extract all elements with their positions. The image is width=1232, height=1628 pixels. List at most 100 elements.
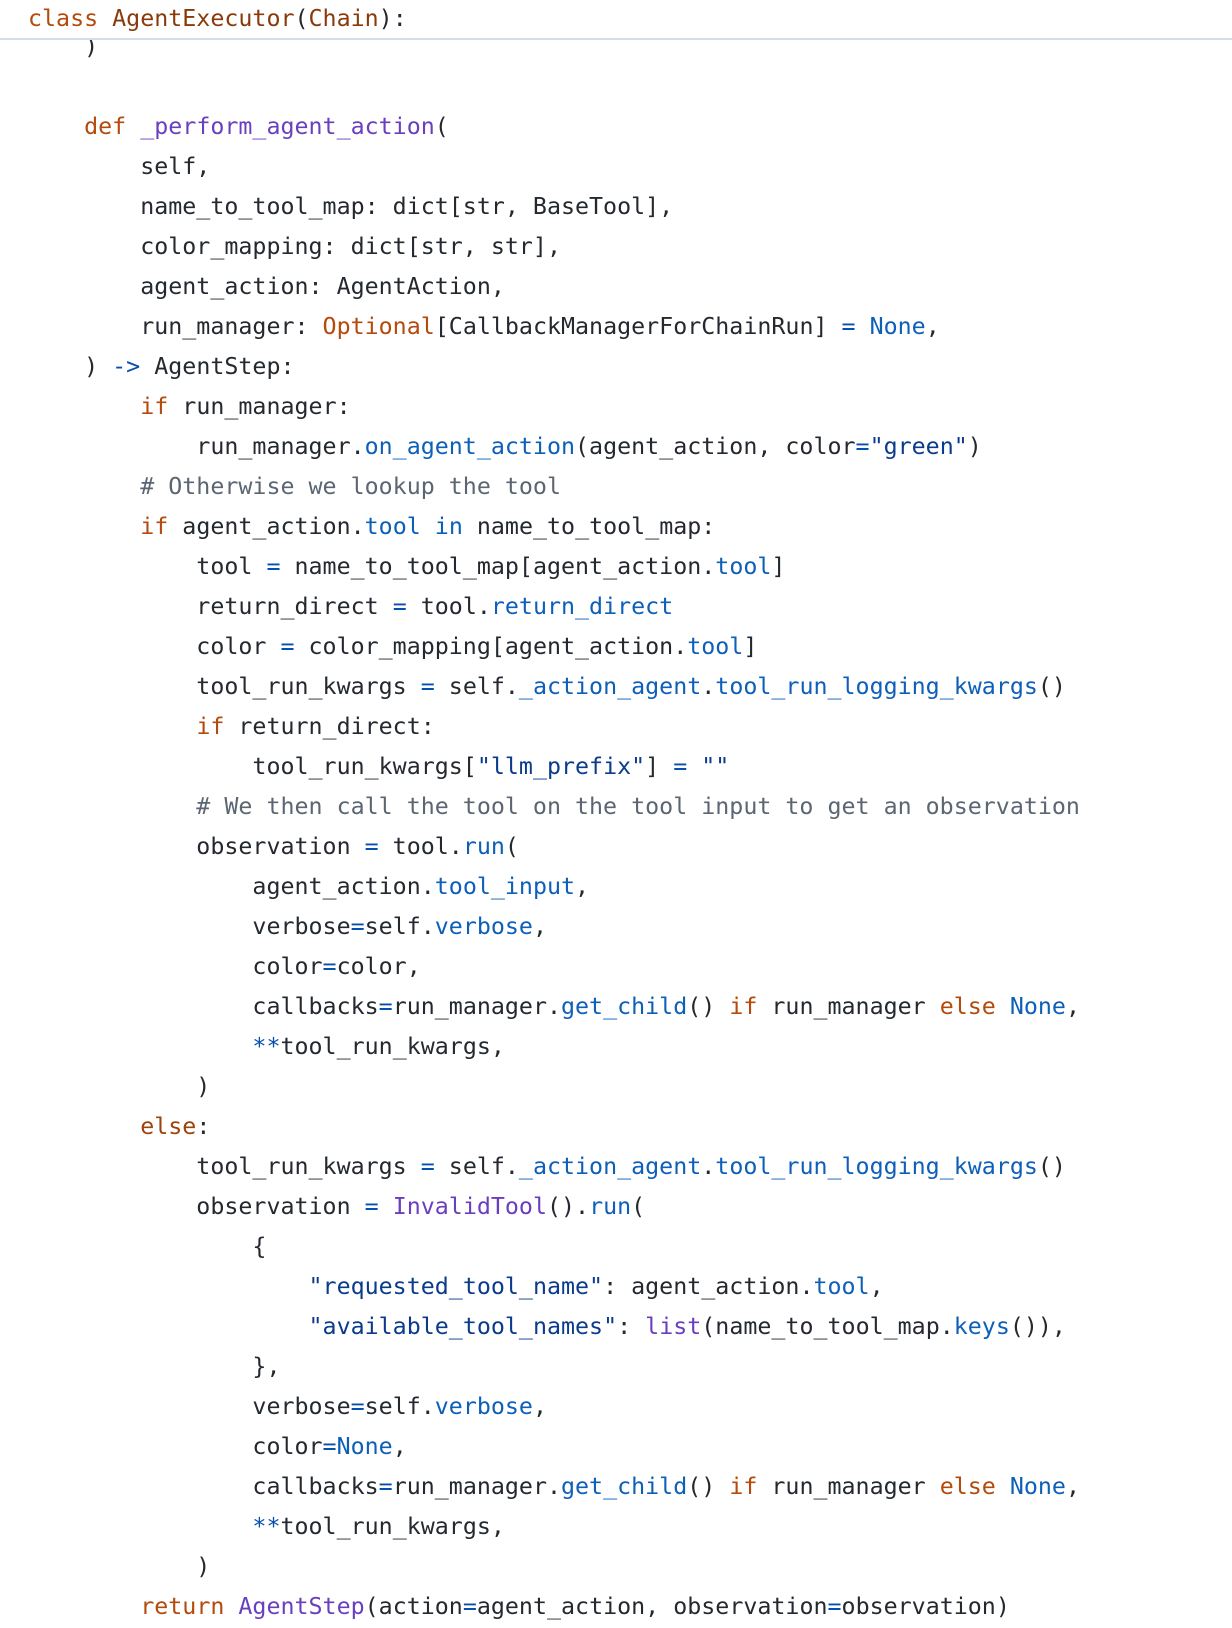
code-view[interactable]: ) def _perform_agent_action( self, name_… (28, 27, 1228, 1627)
code-token: if (140, 513, 169, 540)
code-token (28, 1593, 140, 1620)
code-token (28, 1113, 140, 1140)
code-token: color (28, 1433, 323, 1460)
code-token: callbacks (28, 1473, 379, 1500)
code-token (379, 1193, 393, 1220)
code-token: get_child (561, 993, 688, 1020)
code-line: { (28, 1227, 1228, 1267)
code-token (856, 313, 870, 340)
code-line: return AgentStep(action=agent_action, ob… (28, 1587, 1228, 1627)
code-token: self, (28, 153, 211, 180)
code-token: name_to_tool_map: (462, 513, 716, 540)
code-token: agent_action. (168, 513, 365, 540)
code-line: observation = tool.run( (28, 827, 1228, 867)
code-line (28, 67, 1228, 107)
code-token (28, 393, 140, 420)
code-token: run_manager: (28, 313, 323, 340)
code-token: = (827, 1593, 842, 1620)
code-token: tool_run_logging_kwargs (715, 673, 1038, 700)
code-token: tool_input (434, 873, 576, 900)
code-token: self. (364, 913, 435, 940)
code-line: ) (28, 1547, 1228, 1587)
code-token: InvalidTool (392, 1193, 547, 1220)
code-line: color = color_mapping[agent_action.tool] (28, 627, 1228, 667)
code-token: (agent_action, color (575, 433, 856, 460)
code-token: (action (364, 1593, 463, 1620)
code-token: , (532, 1393, 547, 1420)
code-token (996, 1473, 1010, 1500)
sticky-class-header[interactable]: class AgentExecutor(Chain): (0, 0, 1232, 40)
code-token: = (280, 633, 295, 660)
code-line: callbacks=run_manager.get_child() if run… (28, 1467, 1228, 1507)
code-token: tool_run_kwargs (28, 1153, 421, 1180)
code-line: tool_run_kwargs["llm_prefix"] = "" (28, 747, 1228, 787)
code-token: = (841, 313, 856, 340)
code-token: color_mapping[agent_action. (294, 633, 688, 660)
code-token: ( (434, 113, 449, 140)
code-token: = (266, 553, 281, 580)
code-token: () (1037, 673, 1066, 700)
code-token: , (532, 913, 547, 940)
code-token (28, 513, 140, 540)
code-token: . (701, 1153, 716, 1180)
code-line: if return_direct: (28, 707, 1228, 747)
code-token (28, 1033, 252, 1060)
code-token (28, 1513, 252, 1540)
code-token: return_direct: (224, 713, 435, 740)
code-token: if (729, 993, 758, 1020)
code-token: { (28, 1233, 267, 1260)
code-token: _action_agent (518, 673, 702, 700)
code-token (421, 513, 435, 540)
code-line: callbacks=run_manager.get_child() if run… (28, 987, 1228, 1027)
code-token: tool_run_kwargs (28, 673, 421, 700)
code-token: ** (252, 1033, 281, 1060)
code-token: , (575, 873, 590, 900)
code-token: self. (364, 1393, 435, 1420)
code-line: else: (28, 1107, 1228, 1147)
code-token: = (350, 1393, 365, 1420)
code-token: agent_action. (28, 873, 435, 900)
code-line: # We then call the tool on the tool inpu… (28, 787, 1228, 827)
code-token: = (392, 593, 407, 620)
code-token: observation) (841, 1593, 1010, 1620)
code-token: (). (546, 1193, 590, 1220)
code-token: ) (28, 1553, 211, 1580)
code-token: keys (953, 1313, 1010, 1340)
code-token: callbacks (28, 993, 379, 1020)
code-token: tool_run_kwargs, (280, 1033, 505, 1060)
code-line: return_direct = tool.return_direct (28, 587, 1228, 627)
code-token: name_to_tool_map: dict[str, BaseTool], (28, 193, 674, 220)
code-line: tool = name_to_tool_map[agent_action.too… (28, 547, 1228, 587)
code-token (224, 1593, 238, 1620)
code-token: # Otherwise we lookup the tool (28, 473, 561, 500)
code-token: = (364, 833, 379, 860)
code-token: , (1065, 993, 1080, 1020)
code-token: = (322, 953, 337, 980)
code-token: verbose (434, 1393, 533, 1420)
code-line: "available_tool_names": list(name_to_too… (28, 1307, 1228, 1347)
code-token: tool (813, 1273, 870, 1300)
code-token: run_manager. (392, 1473, 561, 1500)
code-token: = (322, 1433, 337, 1460)
code-token: "requested_tool_name" (308, 1273, 604, 1300)
code-token: ( (294, 5, 309, 32)
code-line: # Otherwise we lookup the tool (28, 467, 1228, 507)
code-token: tool (364, 513, 421, 540)
code-line: name_to_tool_map: dict[str, BaseTool], (28, 187, 1228, 227)
code-token (996, 993, 1010, 1020)
code-token: ] (771, 553, 786, 580)
code-token: , (1065, 1473, 1080, 1500)
code-token: = (462, 1593, 477, 1620)
code-token: ( (631, 1193, 646, 1220)
code-line: def _perform_agent_action( (28, 107, 1228, 147)
code-token: = (350, 913, 365, 940)
code-line: }, (28, 1347, 1228, 1387)
code-token: None (1009, 993, 1066, 1020)
code-token: ) (28, 353, 113, 380)
code-token: "" (701, 753, 730, 780)
code-token: verbose (434, 913, 533, 940)
code-token: in (434, 513, 463, 540)
code-token: tool (687, 633, 744, 660)
code-token: tool. (406, 593, 491, 620)
code-token: list (645, 1313, 702, 1340)
